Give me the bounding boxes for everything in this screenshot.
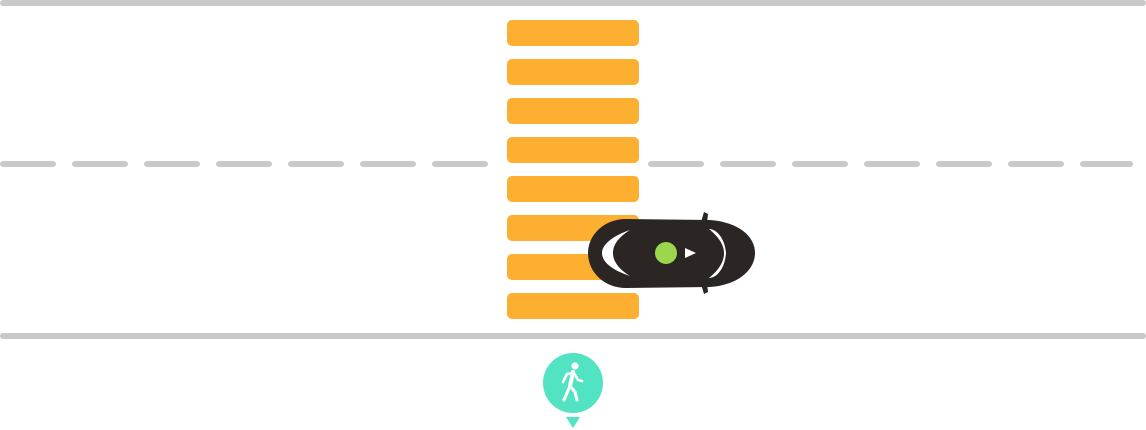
walking-person-icon bbox=[561, 362, 584, 402]
person-head bbox=[571, 362, 579, 370]
crosswalk-stripe bbox=[507, 293, 639, 319]
road-edge-bottom bbox=[0, 333, 1146, 339]
car-top-view-icon bbox=[588, 212, 755, 294]
road-edge-top bbox=[0, 0, 1146, 6]
crosswalk-stripe bbox=[507, 176, 639, 202]
person-leg-back bbox=[562, 384, 572, 402]
car-roof-dot bbox=[655, 242, 677, 264]
person-leg-front bbox=[568, 384, 579, 402]
car-windshield bbox=[709, 229, 726, 278]
pedestrian-marker-circle bbox=[543, 353, 603, 413]
pedestrian-marker-pointer bbox=[566, 417, 580, 428]
person-arm bbox=[561, 371, 584, 384]
crosswalk-stripe bbox=[507, 98, 639, 124]
crosswalk-stripe bbox=[507, 20, 639, 46]
pedestrian-marker bbox=[543, 353, 603, 428]
car-rear-window bbox=[602, 230, 630, 276]
crosswalk-stripe bbox=[507, 137, 639, 163]
right-arrow-icon bbox=[685, 248, 696, 258]
crosswalk-stripe bbox=[507, 59, 639, 85]
